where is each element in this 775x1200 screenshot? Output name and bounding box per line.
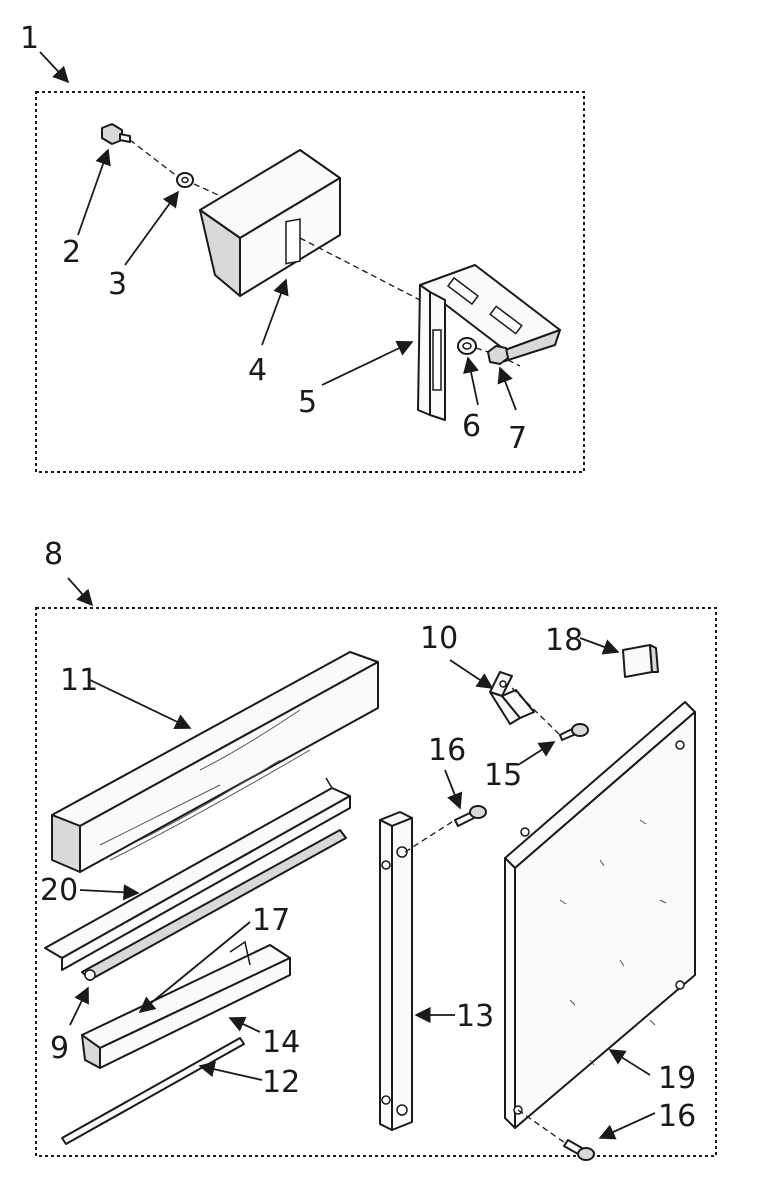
panel-part-19 (504, 701, 696, 1129)
slot (285, 218, 301, 265)
label-part-19: 19 (658, 1061, 696, 1096)
label-part-16-upper: 16 (428, 733, 466, 768)
side-rail-part-14 (81, 940, 291, 1069)
label-part-15: 15 (484, 758, 522, 793)
label-part-11: 11 (60, 663, 98, 698)
screw-part-16-lower (563, 1139, 595, 1161)
nut-part-7 (487, 345, 509, 365)
pad-part-18 (622, 644, 659, 678)
label-part-20: 20 (40, 873, 78, 908)
washer-part-3 (176, 172, 194, 188)
label-part-1: 1 (20, 21, 39, 56)
label-part-8: 8 (44, 537, 63, 572)
label-part-14: 14 (262, 1025, 300, 1060)
label-part-6: 6 (462, 409, 481, 444)
label-part-7: 7 (508, 421, 527, 456)
label-part-3: 3 (108, 267, 127, 302)
label-part-13: 13 (456, 999, 494, 1034)
screw-part-15 (559, 723, 589, 741)
bolt-part-2 (101, 123, 131, 145)
label-part-5: 5 (298, 385, 317, 420)
label-part-18: 18 (545, 623, 583, 658)
label-part-16-lower: 16 (658, 1099, 696, 1134)
washer-part-6 (457, 337, 477, 355)
screw-part-16-upper (454, 805, 487, 827)
wood-beam-part-11 (51, 651, 379, 873)
label-part-4: 4 (248, 353, 267, 388)
label-part-10: 10 (420, 621, 458, 656)
cover-bracket-part-4 (199, 149, 341, 297)
assembly-1-frame (35, 91, 585, 473)
channel-part-20 (44, 777, 351, 971)
l-bracket-part-5 (417, 264, 561, 421)
label-part-12: 12 (262, 1065, 300, 1100)
label-part-17: 17 (252, 903, 290, 938)
assembly-8-frame (35, 607, 717, 1157)
label-part-9: 9 (50, 1031, 69, 1066)
label-part-2: 2 (62, 235, 81, 270)
small-bracket-part-10 (489, 671, 535, 725)
vertical-channel-part-13 (379, 811, 413, 1131)
seal-strip-part-9 (81, 829, 347, 981)
